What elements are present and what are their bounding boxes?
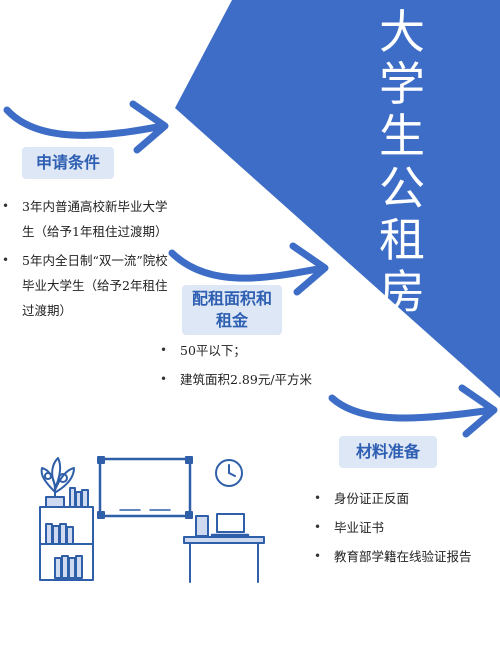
application-conditions-list: 3年内普通高校新毕业大学生（给予1年租住过渡期） 5年内全日制“双一流”院校毕业… xyxy=(2,194,168,323)
title-char: 公 xyxy=(379,161,425,215)
title-char: 生 xyxy=(379,109,425,163)
books-icon xyxy=(69,487,89,508)
arrow-icon xyxy=(328,384,498,438)
whiteboard-icon xyxy=(97,456,193,519)
desk-icon xyxy=(183,536,265,583)
title-char: 大 xyxy=(379,5,425,59)
area-and-rent-list: 50平以下； 建筑面积2.89元/平方米 xyxy=(160,338,360,392)
list-item: 建筑面积2.89元/平方米 xyxy=(160,367,360,392)
list-item: 毕业证书 xyxy=(314,515,486,540)
title-char: 学 xyxy=(379,57,425,111)
section-heading-required-materials: 材料准备 xyxy=(339,436,437,468)
list-item: 教育部学籍在线验证报告 xyxy=(314,544,486,569)
binder-icon xyxy=(195,515,209,537)
page-title: 大 学 生 公 租 房 xyxy=(372,6,432,318)
list-item: 3年内普通高校新毕业大学生（给予1年租住过渡期） xyxy=(2,194,168,244)
arrow-icon xyxy=(3,100,169,154)
list-item: 5年内全日制“双一流”院校毕业大学生（给予2年租住过渡期） xyxy=(2,248,168,323)
section-heading-application-conditions: 申请条件 xyxy=(22,147,114,179)
title-char: 房 xyxy=(379,265,425,319)
title-char: 租 xyxy=(379,213,425,267)
clock-icon xyxy=(215,459,243,487)
list-item: 身份证正反面 xyxy=(314,486,486,511)
list-item: 50平以下； xyxy=(160,338,360,363)
arrow-icon xyxy=(168,242,329,296)
bookshelf-icon xyxy=(39,506,94,581)
heading-line: 配租面积和 xyxy=(191,289,272,308)
required-materials-list: 身份证正反面 毕业证书 教育部学籍在线验证报告 xyxy=(314,486,486,569)
laptop-icon xyxy=(210,513,250,537)
heading-line: 租金 xyxy=(215,311,248,330)
section-heading-area-and-rent: 配租面积和 租金 xyxy=(182,285,282,335)
